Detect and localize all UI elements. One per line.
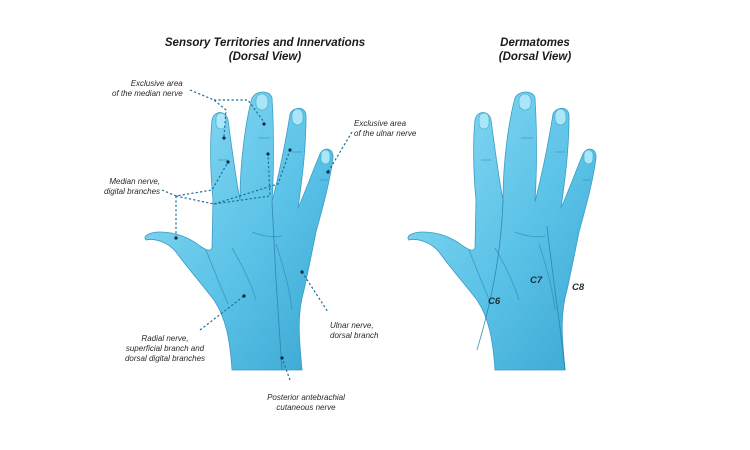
right-hand	[407, 91, 597, 371]
leader-lines	[161, 89, 353, 381]
right-panel-title: Dermatomes (Dorsal View)	[470, 36, 600, 64]
label-posterior-antebrachial: Posterior antebrachial cutaneous nerve	[267, 393, 345, 412]
marker-dots	[174, 122, 330, 360]
left-hand	[144, 91, 334, 371]
right-title-line2: (Dorsal View)	[498, 51, 572, 63]
left-title-line1: Sensory Territories and Innervations	[164, 37, 366, 49]
dermatome-boundary-c7-c8	[546, 225, 566, 371]
left-panel-title: Sensory Territories and Innervations (Do…	[160, 36, 370, 64]
label-ulnar-exclusive: Exclusive area of the ulnar nerve	[354, 119, 417, 138]
label-median-exclusive: Exclusive area of the median nerve	[112, 79, 183, 98]
label-median-digital: Median nerve, digital branches	[104, 177, 161, 196]
label-radial: Radial nerve, superficial branch and dor…	[124, 334, 206, 363]
dermatome-c8: C8	[572, 282, 585, 293]
dermatome-boundary-c6-c7	[476, 199, 504, 351]
label-ulnar-dorsal: Ulnar nerve, dorsal branch	[330, 321, 379, 340]
left-title-line2: (Dorsal View)	[228, 51, 302, 63]
territory-boundary	[271, 201, 283, 371]
right-title-line1: Dermatomes	[500, 37, 570, 49]
dermatome-c7: C7	[530, 275, 543, 286]
dermatome-c6: C6	[488, 296, 501, 307]
